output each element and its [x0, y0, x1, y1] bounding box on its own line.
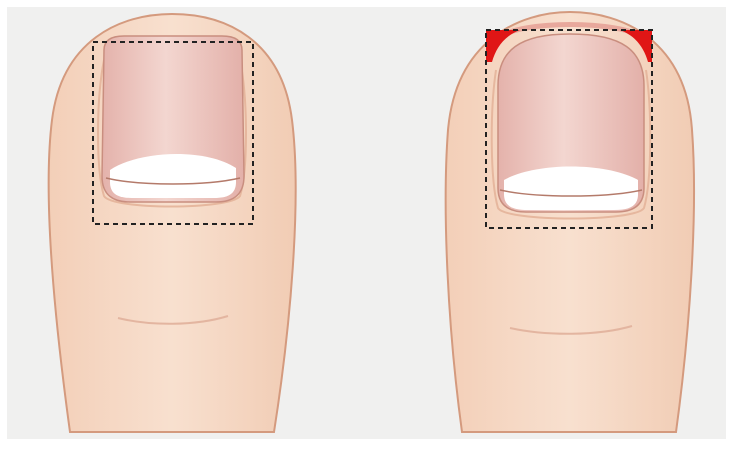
toe-right [446, 12, 694, 432]
toe-right-lunula [504, 167, 638, 211]
toe-left [49, 14, 296, 432]
